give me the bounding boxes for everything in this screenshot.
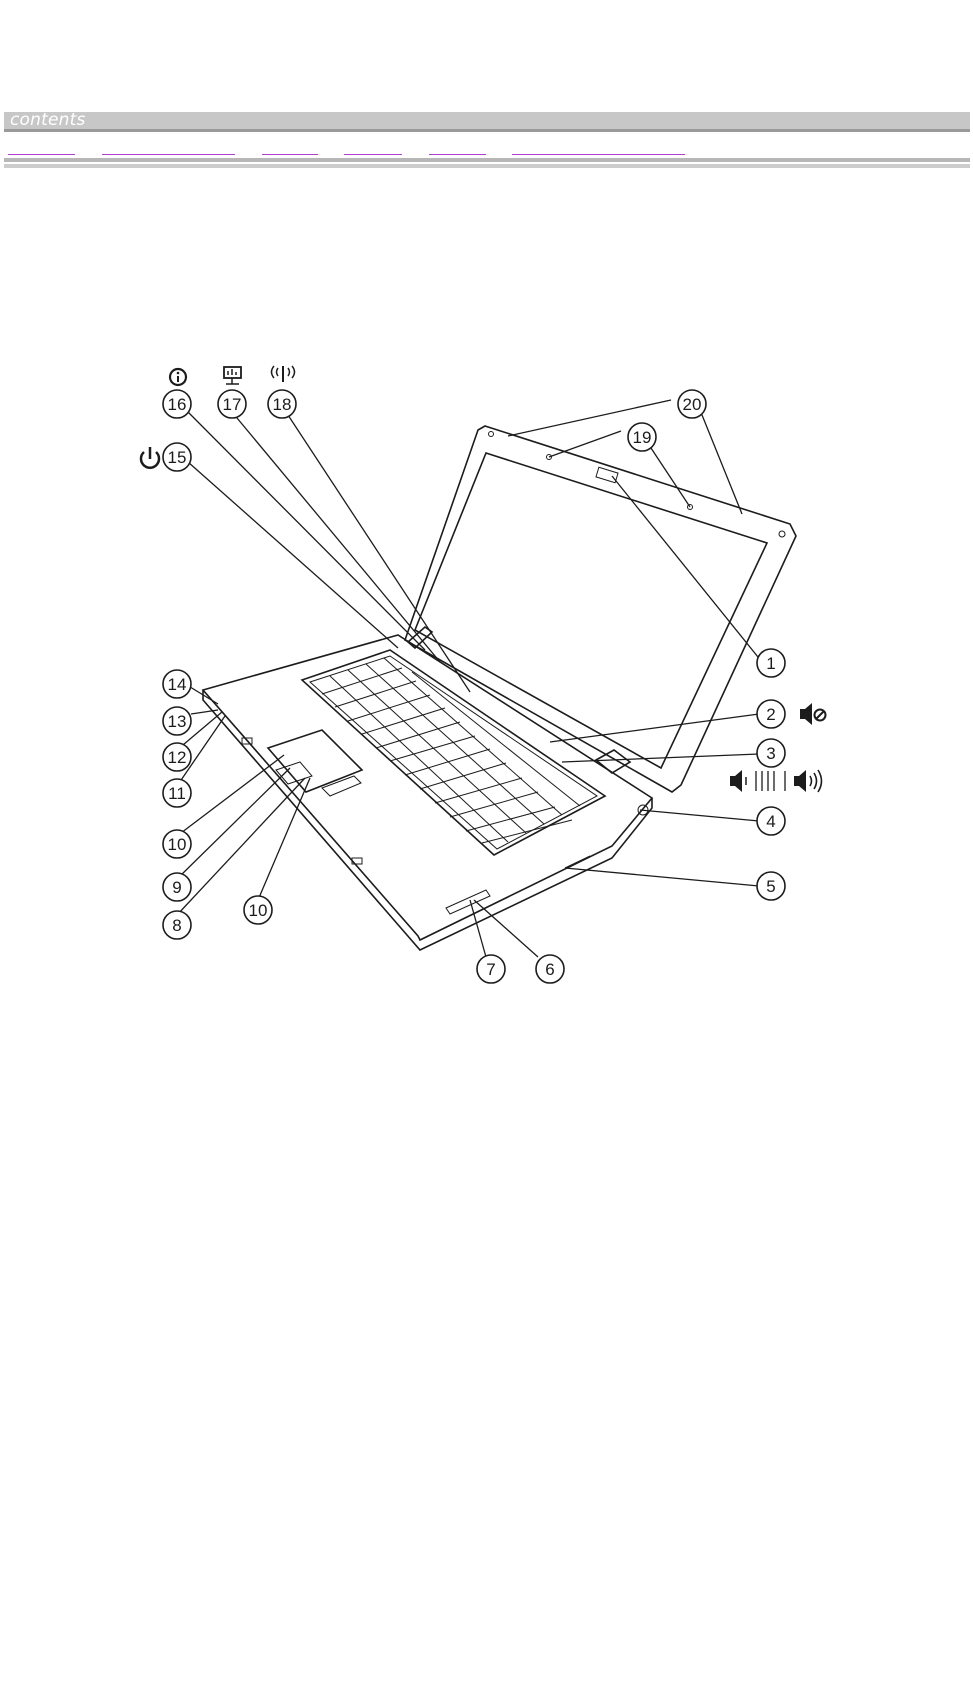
info-icon <box>168 367 188 387</box>
callout-6: 6 <box>535 954 565 984</box>
callout-4: 4 <box>756 806 786 836</box>
svg-text:7: 7 <box>486 960 495 979</box>
svg-text:6: 6 <box>545 960 554 979</box>
callout-18: 18 <box>267 389 297 419</box>
nav-link-1[interactable] <box>8 146 75 155</box>
svg-text:3: 3 <box>766 744 775 763</box>
contents-title: contents <box>10 110 86 130</box>
wireless-icon <box>270 365 296 382</box>
callout-17: 17 <box>217 389 247 419</box>
svg-text:10: 10 <box>168 835 187 854</box>
callout-5: 5 <box>756 871 786 901</box>
header-divider <box>4 129 970 132</box>
callout-12: 12 <box>162 742 192 772</box>
presentation-icon <box>223 366 242 385</box>
svg-text:10: 10 <box>249 901 268 920</box>
svg-text:20: 20 <box>683 395 702 414</box>
callout-7: 7 <box>476 954 506 984</box>
volume-scale-icon <box>730 769 823 793</box>
nav-link-6[interactable] <box>512 146 685 155</box>
callout-13: 13 <box>162 706 192 736</box>
callout-15: 15 <box>162 442 192 472</box>
nav-divider-top <box>4 158 970 162</box>
callout-14: 14 <box>162 669 192 699</box>
leader-lines <box>176 399 763 958</box>
svg-text:1: 1 <box>766 654 775 673</box>
svg-text:16: 16 <box>168 395 187 414</box>
contents-header-bar: contents <box>4 110 970 132</box>
svg-text:14: 14 <box>168 675 187 694</box>
svg-text:8: 8 <box>172 916 181 935</box>
svg-text:4: 4 <box>766 812 775 831</box>
power-icon <box>139 447 161 469</box>
laptop-illustration <box>201 425 797 951</box>
svg-text:9: 9 <box>172 878 181 897</box>
callout-16: 16 <box>162 389 192 419</box>
svg-text:11: 11 <box>168 784 186 803</box>
callout-8: 8 <box>162 910 192 940</box>
svg-text:17: 17 <box>223 395 242 414</box>
callout-11: 11 <box>162 778 192 808</box>
svg-text:13: 13 <box>168 712 187 731</box>
svg-text:19: 19 <box>633 428 652 447</box>
svg-text:15: 15 <box>168 448 187 467</box>
svg-text:2: 2 <box>766 705 775 724</box>
nav-link-2[interactable] <box>102 146 235 155</box>
svg-text:12: 12 <box>168 748 187 767</box>
svg-text:5: 5 <box>766 877 775 896</box>
nav-divider-bottom <box>4 164 970 168</box>
callout-3: 3 <box>756 738 786 768</box>
callout-20: 20 <box>677 389 707 419</box>
mute-icon <box>800 703 827 725</box>
keyboard-keys <box>321 657 581 844</box>
nav-link-4[interactable] <box>344 146 402 155</box>
callout-2: 2 <box>756 699 786 729</box>
nav-link-5[interactable] <box>429 146 486 155</box>
callout-10-right: 10 <box>243 895 273 925</box>
nav-link-3[interactable] <box>262 146 318 155</box>
callout-10-left: 10 <box>162 829 192 859</box>
callout-1: 1 <box>756 648 786 678</box>
callout-19: 19 <box>627 422 657 452</box>
callout-9: 9 <box>162 872 192 902</box>
svg-text:18: 18 <box>273 395 292 414</box>
